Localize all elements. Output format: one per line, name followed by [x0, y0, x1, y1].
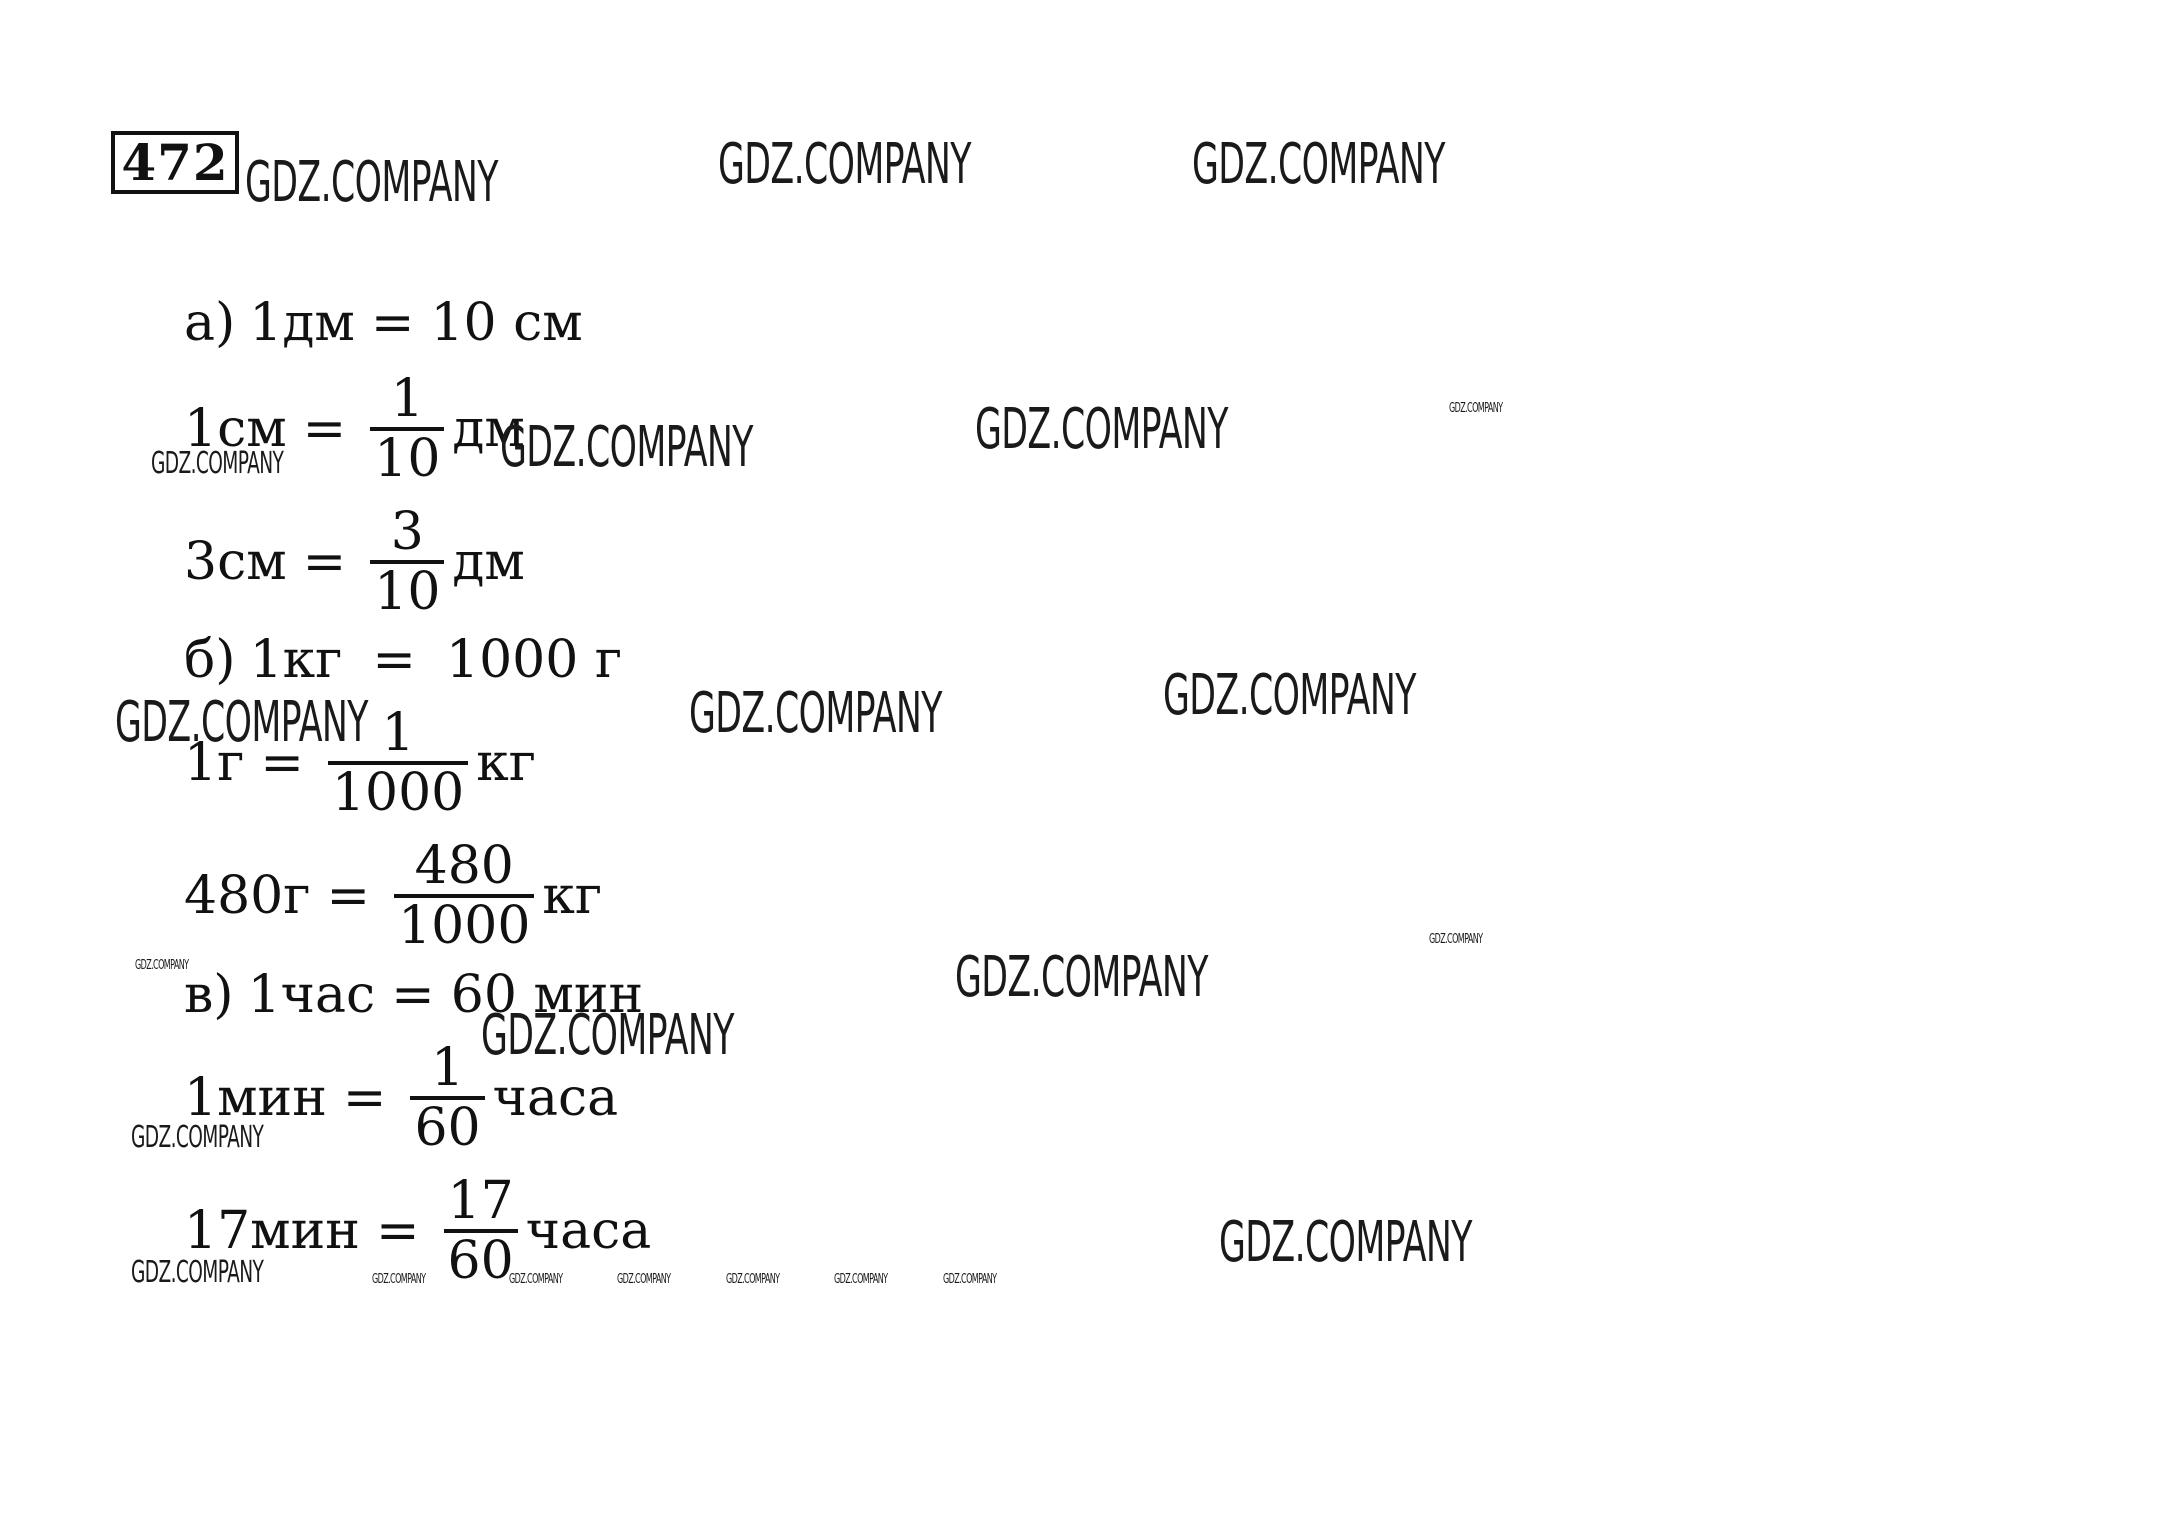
watermark-text: GDZ.COMPANY: [151, 446, 284, 481]
line-fraction: 1см = 1 10 дм: [184, 369, 525, 489]
watermark-text: GDZ.COMPANY: [726, 1272, 780, 1287]
fraction-bar: [443, 1229, 518, 1233]
watermark-text: GDZ.COMPANY: [1219, 1210, 1472, 1275]
unit: дм: [452, 399, 525, 459]
unit: кг: [476, 733, 536, 793]
rhs: 60 мин: [450, 965, 644, 1025]
equals-sign: =: [391, 965, 435, 1025]
lhs: 1см: [184, 399, 287, 459]
equals-sign: =: [372, 630, 416, 690]
fraction: 1 10: [370, 369, 445, 489]
watermark-text: GDZ.COMPANY: [509, 1272, 563, 1287]
lhs: 1час: [247, 965, 376, 1025]
lhs: 1кг: [249, 630, 343, 690]
numerator: 1: [430, 1038, 465, 1098]
rhs: 1000 г: [446, 630, 623, 690]
part-label: а): [184, 293, 236, 353]
numerator: 480: [414, 836, 514, 896]
lhs: 1г: [184, 733, 245, 793]
line-fraction: 1мин = 1 60 часа: [184, 1038, 618, 1158]
denominator: 1000: [398, 896, 531, 956]
unit: кг: [542, 866, 603, 926]
rhs: 10 см: [430, 293, 583, 353]
fraction-bar: [394, 894, 535, 898]
fraction: 3 10: [370, 502, 445, 622]
lhs: 17мин: [184, 1201, 360, 1261]
fraction-bar: [370, 427, 445, 431]
line-b-header: б) 1кг = 1000 г: [184, 625, 622, 695]
watermark-text: GDZ.COMPANY: [689, 681, 942, 746]
denominator: 10: [374, 429, 441, 489]
unit: часа: [525, 1201, 652, 1261]
lhs: 1мин: [184, 1068, 327, 1128]
watermark-text: GDZ.COMPANY: [245, 150, 498, 215]
watermark-text: GDZ.COMPANY: [135, 958, 189, 973]
watermark-text: GDZ.COMPANY: [943, 1272, 997, 1287]
watermark-text: GDZ.COMPANY: [834, 1272, 888, 1287]
fraction: 480 1000: [394, 836, 535, 956]
unit: дм: [452, 532, 525, 592]
watermark-text: GDZ.COMPANY: [1429, 932, 1483, 947]
equals-sign: =: [375, 1201, 420, 1261]
watermark-text: GDZ.COMPANY: [372, 1272, 426, 1287]
watermark-text: GDZ.COMPANY: [975, 397, 1228, 462]
fraction-bar: [327, 761, 469, 765]
line-v-header: в) 1час = 60 мин: [184, 960, 643, 1030]
watermark-text: GDZ.COMPANY: [1163, 663, 1416, 728]
line-fraction: 480г = 480 1000 кг: [184, 836, 602, 956]
lhs: 3см: [184, 532, 287, 592]
equals-sign: =: [302, 532, 347, 592]
numerator: 1: [390, 369, 424, 429]
lhs: 1дм: [249, 293, 355, 353]
fraction: 17 60: [443, 1171, 518, 1291]
line-a-header: а) 1дм = 10 см: [184, 288, 583, 358]
watermark-text: GDZ.COMPANY: [115, 690, 368, 755]
numerator: 3: [390, 502, 424, 562]
watermark-text: GDZ.COMPANY: [481, 1003, 734, 1068]
watermark-text: GDZ.COMPANY: [955, 945, 1208, 1010]
numerator: 17: [447, 1171, 514, 1231]
numerator: 1: [381, 703, 415, 763]
line-fraction: 3см = 3 10 дм: [184, 502, 525, 622]
equals-sign: =: [342, 1068, 387, 1128]
fraction-bar: [410, 1096, 485, 1100]
equals-sign: =: [326, 866, 371, 926]
task-number-box: 472: [111, 131, 239, 194]
equals-sign: =: [302, 399, 347, 459]
denominator: 10: [374, 562, 441, 622]
part-label: в): [184, 965, 234, 1025]
watermark-text: GDZ.COMPANY: [500, 415, 753, 480]
lhs: 480г: [184, 866, 311, 926]
denominator: 1000: [331, 763, 465, 823]
fraction: 1 1000: [327, 703, 469, 823]
part-label: б): [184, 630, 236, 690]
unit: часа: [492, 1068, 619, 1128]
watermark-text: GDZ.COMPANY: [131, 1120, 264, 1155]
equals-sign: =: [370, 293, 415, 353]
equals-sign: =: [260, 733, 304, 793]
watermark-text: GDZ.COMPANY: [1192, 132, 1445, 197]
watermark-text: GDZ.COMPANY: [617, 1272, 671, 1287]
fraction-bar: [370, 560, 445, 564]
fraction: 1 60: [410, 1038, 485, 1158]
denominator: 60: [447, 1231, 514, 1291]
watermark-text: GDZ.COMPANY: [1449, 401, 1503, 416]
watermark-text: GDZ.COMPANY: [718, 132, 971, 197]
line-fraction: 1г = 1 1000 кг: [184, 703, 536, 823]
watermark-text: GDZ.COMPANY: [131, 1255, 264, 1290]
line-fraction: 17мин = 17 60 часа: [184, 1171, 651, 1291]
denominator: 60: [414, 1098, 481, 1158]
